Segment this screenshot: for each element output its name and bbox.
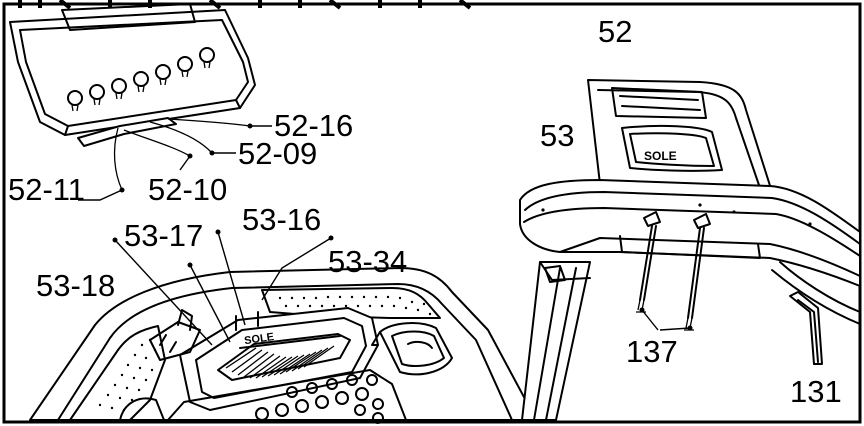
cup-holder <box>371 322 453 376</box>
label-53-16: 53-16 <box>242 202 321 237</box>
label-131: 131 <box>790 374 842 409</box>
label-52-10: 52-10 <box>148 172 227 207</box>
leaders-bottom-left <box>112 229 334 346</box>
console-top-drawing: SOLE <box>29 267 533 424</box>
cropped-header-remnant <box>18 0 472 10</box>
allen-wrench <box>789 291 823 365</box>
console-button-row <box>67 47 215 112</box>
label-53-18: 53-18 <box>36 268 115 303</box>
label-137: 137 <box>626 334 678 369</box>
console-mast-drawing: SOLE <box>519 79 861 421</box>
leaders-right <box>639 307 693 331</box>
label-52: 52 <box>598 14 632 49</box>
console-keypad <box>167 369 407 424</box>
console-brand-logo: SOLE <box>243 331 274 347</box>
label-52-16: 52-16 <box>274 108 353 143</box>
console-underside-drawing <box>9 3 256 191</box>
display-pod: SOLE <box>179 307 379 411</box>
label-53-34: 53-34 <box>328 244 407 279</box>
label-53-17: 53-17 <box>124 218 203 253</box>
leaders-top-left <box>78 123 272 201</box>
label-53: 53 <box>540 118 574 153</box>
mast-brand-logo: SOLE <box>644 149 677 163</box>
speaker-grille-left <box>69 325 166 421</box>
label-52-09: 52-09 <box>238 136 317 171</box>
callout-labels: 52 53 52-16 52-09 52-11 52-10 53-17 53-1… <box>8 14 842 409</box>
label-52-11: 52-11 <box>8 172 85 207</box>
